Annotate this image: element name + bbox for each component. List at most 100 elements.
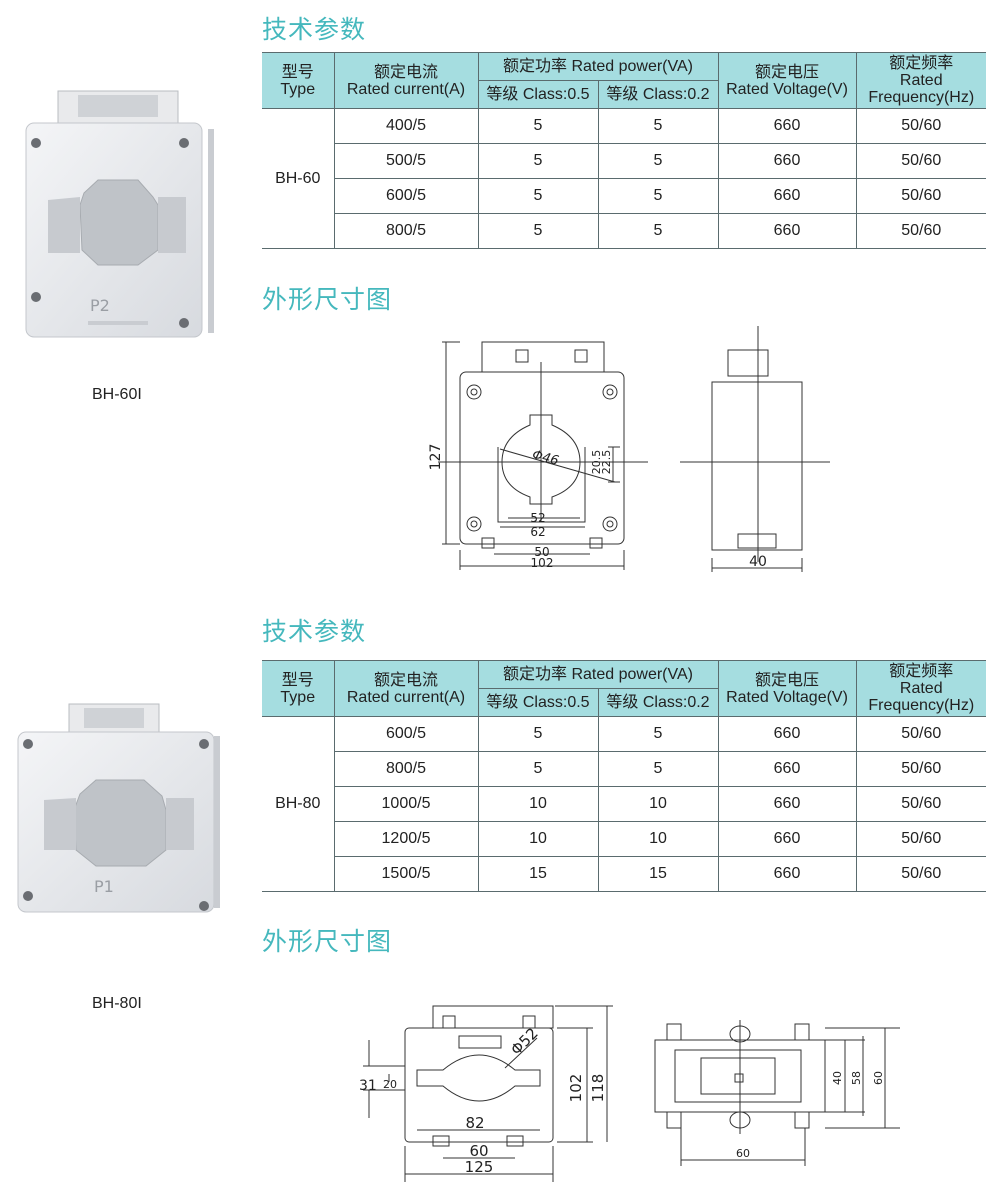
dim-20: 20	[383, 1078, 397, 1091]
table-row: 600/5 5 5 660 50/60	[262, 178, 987, 214]
table-row: 800/5 5 5 660 50/60	[262, 213, 987, 249]
product-marking: P1	[94, 877, 114, 896]
table-row: 1000/5 10 10 660 50/60	[262, 786, 987, 822]
current-cell: 400/5	[334, 108, 479, 144]
dim-125: 125	[465, 1158, 494, 1176]
class02-cell: 15	[598, 856, 719, 892]
model-cell: BH-80	[262, 716, 335, 892]
model-caption: BH-60I	[92, 386, 142, 403]
table-row: BH-60 400/5 5 5 660 50/60	[262, 108, 987, 249]
current-cell: 1200/5	[334, 821, 479, 857]
current-cell: 800/5	[334, 751, 479, 787]
dim-22-5: 22.5	[600, 450, 613, 475]
dim-dia52: Φ52	[507, 1024, 542, 1059]
header-power: 额定功率 Rated power(VA)	[477, 660, 719, 689]
dim-118: 118	[589, 1074, 607, 1103]
class05-cell: 5	[478, 143, 599, 179]
dimension-drawing-bh60: 127 Φ46 20.5 22.5 52 62 50 102 40	[428, 326, 830, 572]
model-cell: BH-60	[262, 108, 335, 249]
dim-102: 102	[531, 556, 554, 570]
freq-cell: 50/60	[856, 751, 987, 787]
class05-cell: 15	[478, 856, 599, 892]
class05-cell: 5	[478, 178, 599, 214]
table-row: 500/5 5 5 660 50/60	[262, 143, 987, 179]
current-cell: 800/5	[334, 213, 479, 249]
specs-title: 技术参数	[262, 617, 367, 646]
dimension-drawing-bh80: Φ52 31 20 82 60 125 102 118 40 58 60 60	[359, 1005, 900, 1182]
product-photo-bh80: P1	[14, 700, 224, 925]
freq-cell: 50/60	[856, 178, 987, 214]
voltage-cell: 660	[718, 213, 857, 249]
freq-cell: 50/60	[856, 108, 987, 144]
dim-50: 50	[534, 545, 549, 559]
freq-cell: 50/60	[856, 213, 987, 249]
current-cell: 500/5	[334, 143, 479, 179]
dim-60: 60	[469, 1142, 488, 1160]
header-class05: 等级 Class:0.5	[478, 688, 599, 717]
product-photo-bh60: P2	[18, 85, 218, 347]
freq-cell: 50/60	[856, 786, 987, 822]
dim-102: 102	[567, 1074, 585, 1103]
class02-cell: 5	[598, 751, 719, 787]
table-row: 800/5 5 5 660 50/60	[262, 751, 987, 787]
header-class05: 等级 Class:0.5	[478, 80, 599, 109]
header-class02: 等级 Class:0.2	[597, 688, 719, 717]
header-power: 额定功率 Rated power(VA)	[477, 52, 719, 81]
voltage-cell: 660	[718, 751, 857, 787]
freq-cell: 50/60	[856, 856, 987, 892]
dim-side-width-60: 60	[736, 1147, 750, 1160]
class02-cell: 10	[598, 821, 719, 857]
class05-cell: 5	[478, 751, 599, 787]
freq-cell: 50/60	[856, 716, 987, 752]
class05-cell: 5	[478, 716, 599, 752]
class02-cell: 5	[598, 213, 719, 249]
class02-cell: 10	[598, 786, 719, 822]
current-cell: 1500/5	[334, 856, 479, 892]
class05-cell: 5	[478, 108, 599, 144]
current-cell: 1000/5	[334, 786, 479, 822]
voltage-cell: 660	[718, 856, 857, 892]
class05-cell: 10	[478, 821, 599, 857]
class02-cell: 5	[598, 143, 719, 179]
dim-20-5: 20.5	[590, 450, 603, 475]
class02-cell: 5	[598, 716, 719, 752]
class05-cell: 5	[478, 213, 599, 249]
table-row: 1200/5 10 10 660 50/60	[262, 821, 987, 857]
dim-side-60: 60	[872, 1071, 885, 1085]
dim-31: 31	[359, 1078, 377, 1094]
dim-dia46: Φ46	[530, 448, 560, 469]
dim-82: 82	[465, 1114, 484, 1132]
voltage-cell: 660	[718, 108, 857, 144]
voltage-cell: 660	[718, 716, 857, 752]
table-row: 1500/5 15 15 660 50/60	[262, 856, 987, 892]
dim-side-58: 58	[850, 1071, 863, 1085]
voltage-cell: 660	[718, 821, 857, 857]
freq-cell: 50/60	[856, 143, 987, 179]
dim-side-40: 40	[749, 554, 767, 570]
class02-cell: 5	[598, 108, 719, 144]
voltage-cell: 660	[718, 786, 857, 822]
table-row: BH-80 600/5 5 5 660 50/60	[262, 716, 987, 892]
specs-title: 技术参数	[262, 15, 367, 44]
voltage-cell: 660	[718, 143, 857, 179]
dims-title: 外形尺寸图	[262, 285, 393, 314]
current-cell: 600/5	[334, 716, 479, 752]
current-cell: 600/5	[334, 178, 479, 214]
dim-side-40: 40	[831, 1071, 844, 1085]
voltage-cell: 660	[718, 178, 857, 214]
dims-title: 外形尺寸图	[262, 927, 393, 956]
dim-62: 62	[530, 525, 545, 539]
model-caption: BH-80I	[92, 995, 142, 1012]
class05-cell: 10	[478, 786, 599, 822]
dim-52: 52	[530, 511, 545, 525]
